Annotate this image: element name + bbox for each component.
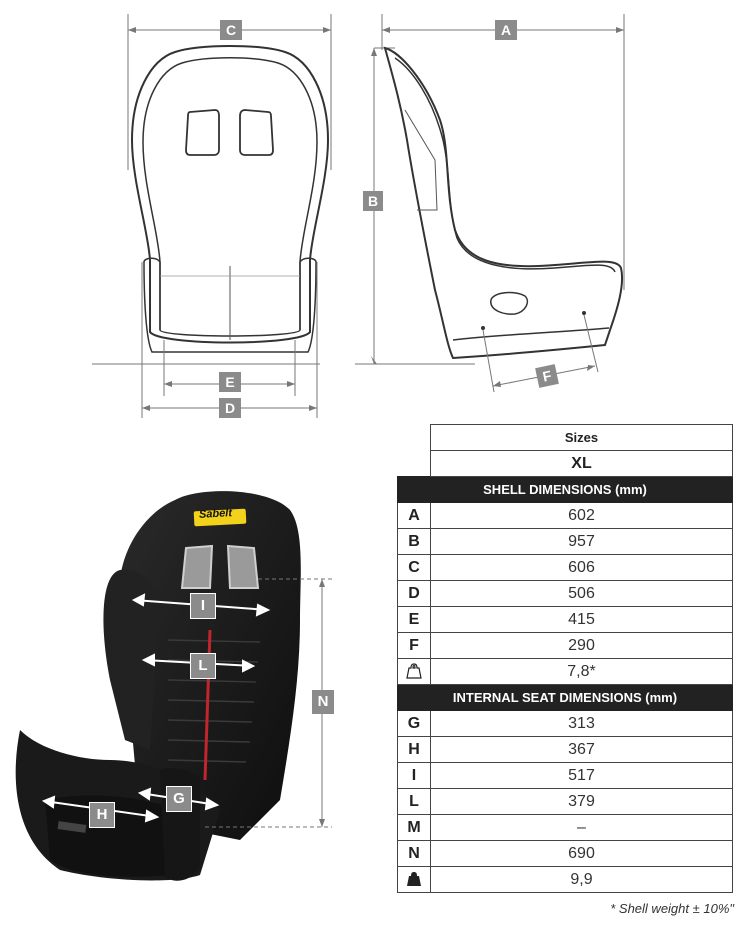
label-d: D [219, 398, 241, 418]
table-row: 9,9 [397, 866, 733, 893]
sizes-header: Sizes [430, 424, 733, 451]
label-e: E [219, 372, 241, 392]
table-row: 7,8* [397, 658, 733, 685]
label-h: H [89, 802, 115, 828]
shell-section-header: SHELL DIMENSIONS (mm) [397, 476, 733, 503]
weight-filled-icon [407, 872, 421, 887]
front-view-drawing [92, 14, 332, 418]
internal-section-header: INTERNAL SEAT DIMENSIONS (mm) [397, 684, 733, 711]
size-value: XL [430, 450, 733, 477]
label-a: A [495, 20, 517, 40]
weight-outline-icon [406, 663, 422, 679]
label-l: L [190, 653, 216, 679]
label-f: F [535, 364, 559, 388]
label-c: C [220, 20, 242, 40]
label-i: I [190, 593, 216, 619]
label-b: B [363, 191, 383, 211]
label-g: G [166, 786, 192, 812]
table-row: M– [397, 814, 733, 841]
side-view-drawing [355, 14, 625, 393]
label-n: N [312, 690, 334, 714]
footnote: * Shell weight ± 10%" [610, 901, 734, 916]
